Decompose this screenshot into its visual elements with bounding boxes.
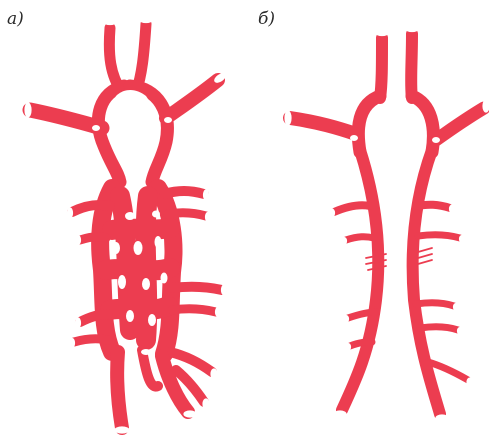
a-leg-left bbox=[117, 352, 122, 428]
b-branch-right-1 bbox=[416, 205, 450, 208]
b-branch-left-4 bbox=[350, 342, 372, 346]
b-right-arm bbox=[436, 108, 484, 140]
b-branch-left-2 bbox=[346, 237, 374, 240]
b-left-arm bbox=[290, 118, 356, 134]
b-left-junction-hole bbox=[350, 135, 358, 141]
b-top-right-vessel bbox=[411, 34, 412, 98]
b-central-gap bbox=[369, 104, 424, 151]
b-right-trunk bbox=[413, 150, 440, 414]
a-branch-right-3 bbox=[172, 287, 222, 290]
a-branch-right-4 bbox=[172, 309, 216, 312]
a-right-arm bbox=[166, 80, 218, 118]
a-branch-right-2 bbox=[168, 213, 206, 216]
b-branch-right-2 bbox=[418, 235, 460, 238]
b-right-junction-hole bbox=[432, 137, 440, 143]
a-branch-left-2 bbox=[80, 237, 106, 240]
diagram-a-network bbox=[25, 18, 227, 434]
b-branch-right-4 bbox=[420, 327, 458, 330]
a-body-fill bbox=[106, 196, 170, 340]
diagram-b-parallel bbox=[285, 27, 489, 422]
b-branch-left-1 bbox=[334, 205, 370, 212]
a-left-arm bbox=[30, 110, 102, 128]
a-branch-left-4 bbox=[74, 339, 108, 342]
b-left-trunk bbox=[342, 150, 378, 410]
a-branch-right-1 bbox=[164, 191, 204, 194]
b-branch-right-3 bbox=[416, 303, 454, 306]
b-top-left-vessel bbox=[380, 38, 382, 98]
